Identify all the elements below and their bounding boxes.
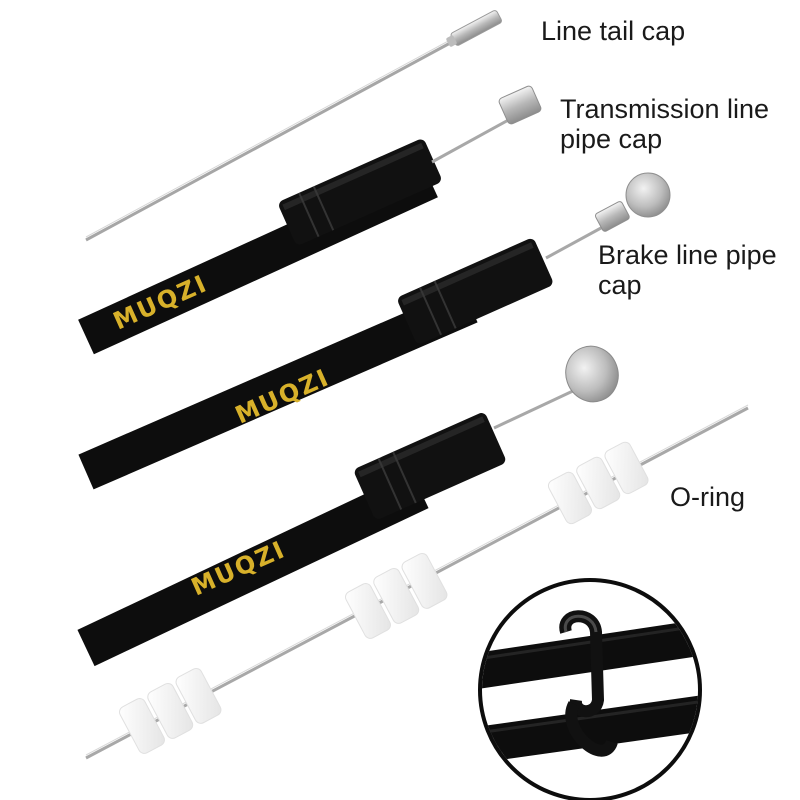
label-o-ring: O-ring [670, 482, 746, 512]
third-cable [77, 388, 576, 667]
label-line-tail-cap: Line tail cap [541, 16, 686, 46]
brake-cable [78, 220, 613, 490]
o-ring-group-upper [547, 441, 649, 525]
brake-ferrule [398, 238, 553, 344]
transmission-line-pipe-cap [498, 85, 542, 125]
third-ferrule [354, 413, 506, 519]
o-ring-detail-inset [478, 578, 702, 800]
brake-line-pipe-cap [594, 172, 671, 232]
transmission-ferrule [279, 139, 441, 245]
tail-cap-wire [85, 38, 453, 242]
o-ring-group-lower [119, 668, 222, 754]
label-brake-line-2: cap [598, 270, 642, 300]
label-brake-line-pipe-cap: Brake line pipe cap [598, 240, 777, 300]
label-transmission-line-pipe-cap: Transmission line pipe cap [560, 94, 769, 154]
label-transmission-line-2: pipe cap [560, 124, 663, 154]
label-brake-line-1: Brake line pipe [598, 240, 777, 270]
line-tail-cap [446, 10, 502, 47]
o-ring-group-middle [345, 553, 448, 639]
transmission-cable [78, 116, 513, 355]
label-transmission-line-1: Transmission line [560, 94, 770, 124]
barrel-end-cap [565, 345, 619, 403]
